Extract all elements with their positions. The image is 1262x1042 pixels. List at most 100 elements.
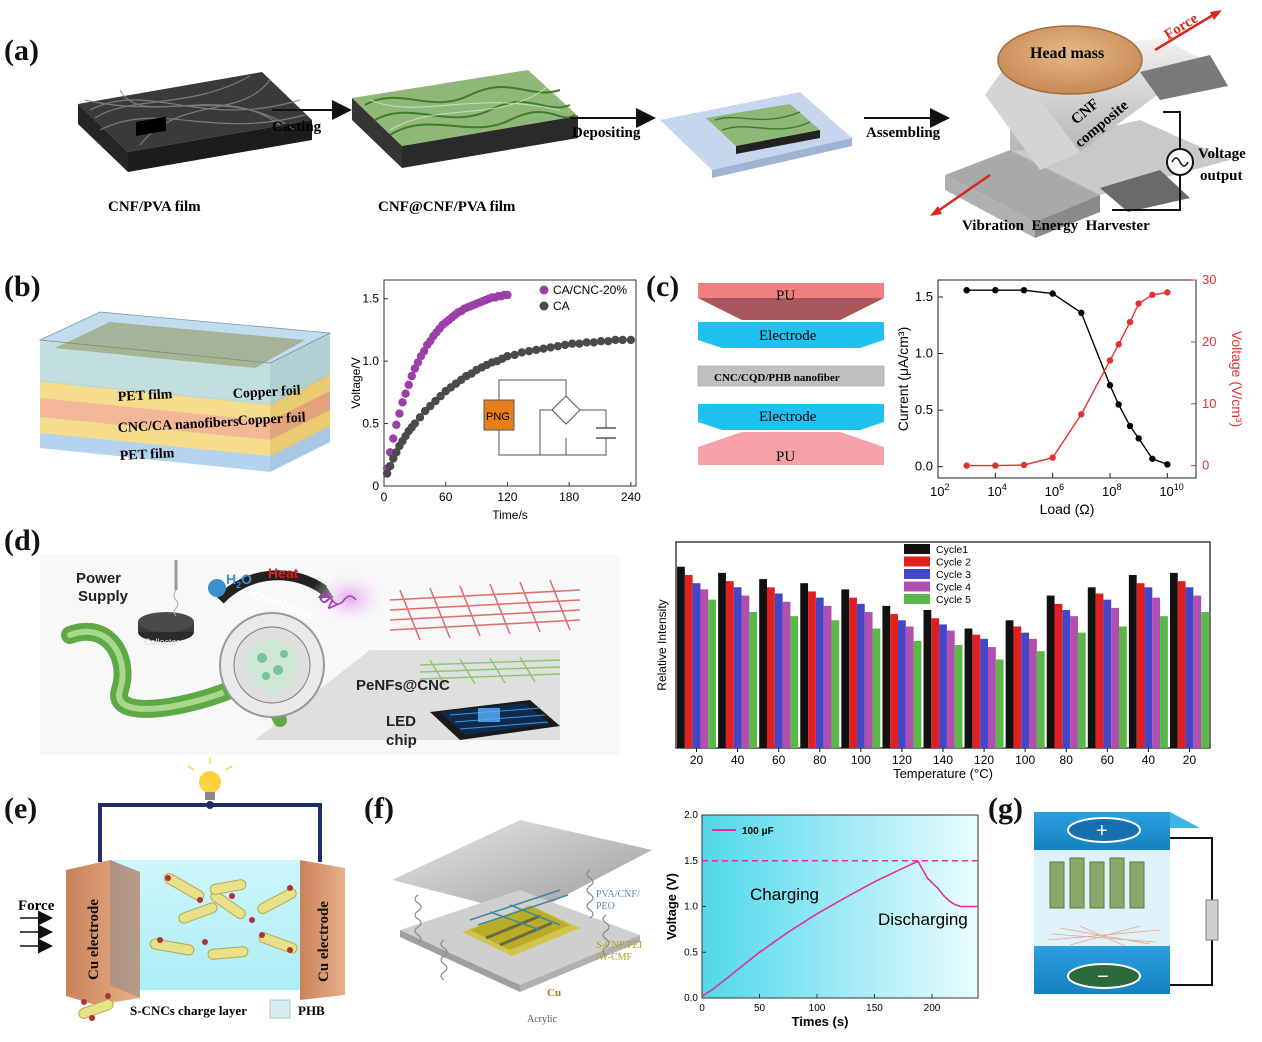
cnf-at-cnf-pva-film-illustration xyxy=(352,70,578,168)
f-charging-annotation: Charging xyxy=(750,885,819,904)
b-data-point xyxy=(401,389,410,398)
d-bar xyxy=(954,645,963,748)
b-x-tick-label: 0 xyxy=(381,490,388,504)
d-x-tick-label: 140 xyxy=(933,753,953,767)
d-bar xyxy=(733,587,742,748)
panel-label-e: (e) xyxy=(4,792,37,825)
d-bar xyxy=(1005,620,1014,748)
d-bar xyxy=(946,630,955,748)
d-bar xyxy=(1152,597,1161,748)
d-bar xyxy=(1119,626,1127,748)
b-data-point xyxy=(553,341,563,351)
f-scnf-label-1: S-CNF/PEI xyxy=(596,940,642,951)
b-data-point xyxy=(382,469,392,478)
d-bar xyxy=(831,620,840,748)
d-bar xyxy=(1021,632,1030,748)
force-label-a: Force xyxy=(1162,10,1202,43)
panel-label-g: (g) xyxy=(988,792,1023,825)
d-legend-swatch xyxy=(904,581,930,592)
b-data-point xyxy=(410,364,420,373)
b-data-point xyxy=(510,350,519,360)
depositing-label: Depositing xyxy=(572,125,641,141)
b-x-tick-label: 180 xyxy=(559,490,579,504)
d-bar xyxy=(995,659,1004,748)
d-bar xyxy=(1046,595,1055,748)
g-negative-sign: − xyxy=(1097,966,1109,988)
b-data-point xyxy=(419,346,429,356)
c-y2-tick-label: 20 xyxy=(1202,334,1216,349)
b-data-point xyxy=(532,345,541,355)
c-y-tick-label: 1.5 xyxy=(915,289,933,304)
d-bar xyxy=(1111,607,1120,748)
c-data-point xyxy=(1115,341,1122,348)
d-legend-swatch xyxy=(904,594,930,604)
d-bar xyxy=(1013,626,1022,748)
f-x-axis-label: Times (s) xyxy=(792,1014,849,1029)
b-pet-film-bottom-label: PET film xyxy=(119,446,175,464)
film2-label: CNF@CNF/PVA film xyxy=(378,199,516,215)
f-y-tick-label: 1.0 xyxy=(684,902,698,913)
d-bar xyxy=(913,640,922,748)
power-supply-label-2: Supply xyxy=(78,588,129,605)
d-bar xyxy=(725,581,734,748)
d-x-tick-label: 60 xyxy=(1101,753,1115,767)
deposited-film-illustration xyxy=(660,92,852,178)
d-bar xyxy=(1169,572,1178,748)
c-data-point xyxy=(963,462,970,469)
b-y-tick-label: 1.0 xyxy=(362,354,379,368)
d-bar xyxy=(800,583,809,748)
c-x-axis-label: Load (Ω) xyxy=(1040,501,1095,517)
panel-c: (c) PU Electrode CNC/CQD/PHB nanofiber E… xyxy=(646,270,1245,517)
b-y-axis-label: Voltage/V xyxy=(349,357,363,408)
f-x-tick-label: 100 xyxy=(809,1003,826,1014)
b-data-point xyxy=(524,346,534,356)
d-legend-label: Cycle1 xyxy=(936,544,968,556)
d-x-tick-label: 80 xyxy=(1060,753,1074,767)
b-data-point xyxy=(517,348,527,357)
d-bar xyxy=(1087,587,1096,748)
c-plot-frame xyxy=(937,279,1197,479)
d-bar xyxy=(864,612,873,748)
film1-label: CNF/PVA film xyxy=(108,199,201,215)
d-bar xyxy=(923,609,932,748)
f-discharging-annotation: Discharging xyxy=(878,910,968,929)
d-legend-swatch xyxy=(904,544,930,554)
panel-label-c: (c) xyxy=(646,270,679,303)
c-data-point xyxy=(1106,382,1114,389)
panel-d: (d) xyxy=(4,524,1211,781)
c-data-point xyxy=(1115,401,1122,408)
d-bar xyxy=(708,599,717,748)
cnf-pva-film-illustration xyxy=(78,72,312,172)
b-nanofibers-label: CNC/CA nanofibers xyxy=(117,415,239,436)
d-bar xyxy=(1062,609,1071,748)
f-series-line xyxy=(701,860,978,997)
f-cu-label: Cu xyxy=(547,987,561,999)
f-device-illustration xyxy=(392,820,652,992)
d-bar xyxy=(808,591,816,748)
c-data-point xyxy=(1078,309,1085,317)
b-data-point xyxy=(560,340,570,350)
f-y-tick-label: 0.5 xyxy=(684,947,698,958)
d-bar xyxy=(1201,612,1209,748)
d-bar xyxy=(1136,583,1145,748)
b-pet-film-top-label: PET film xyxy=(117,387,173,405)
c-x-tick-label: 108 xyxy=(1102,482,1121,499)
c-x-tick-label: 1010 xyxy=(1159,482,1183,499)
d-bar xyxy=(692,583,701,748)
d-bar xyxy=(980,638,988,748)
f-acrylic-label: Acrylic xyxy=(527,1014,558,1025)
b-data-point xyxy=(503,290,512,300)
e-right-electrode-label: Cu electrode xyxy=(316,901,332,982)
b-legend-marker xyxy=(539,301,549,311)
b-data-point xyxy=(611,335,620,345)
d-bar xyxy=(972,634,981,748)
d-bar xyxy=(849,597,857,748)
assembling-label: Assembling xyxy=(866,125,941,141)
c-nanofiber-label: CNC/CQD/PHB nanofiber xyxy=(714,372,840,384)
c-y2-axis-label: Voltage (V/cm³) xyxy=(1229,331,1245,427)
b-y-tick-label: 0 xyxy=(372,479,379,493)
voltage-output-label-1: Voltage xyxy=(1198,146,1246,162)
d-bar xyxy=(856,603,865,748)
b-data-point xyxy=(582,338,591,347)
